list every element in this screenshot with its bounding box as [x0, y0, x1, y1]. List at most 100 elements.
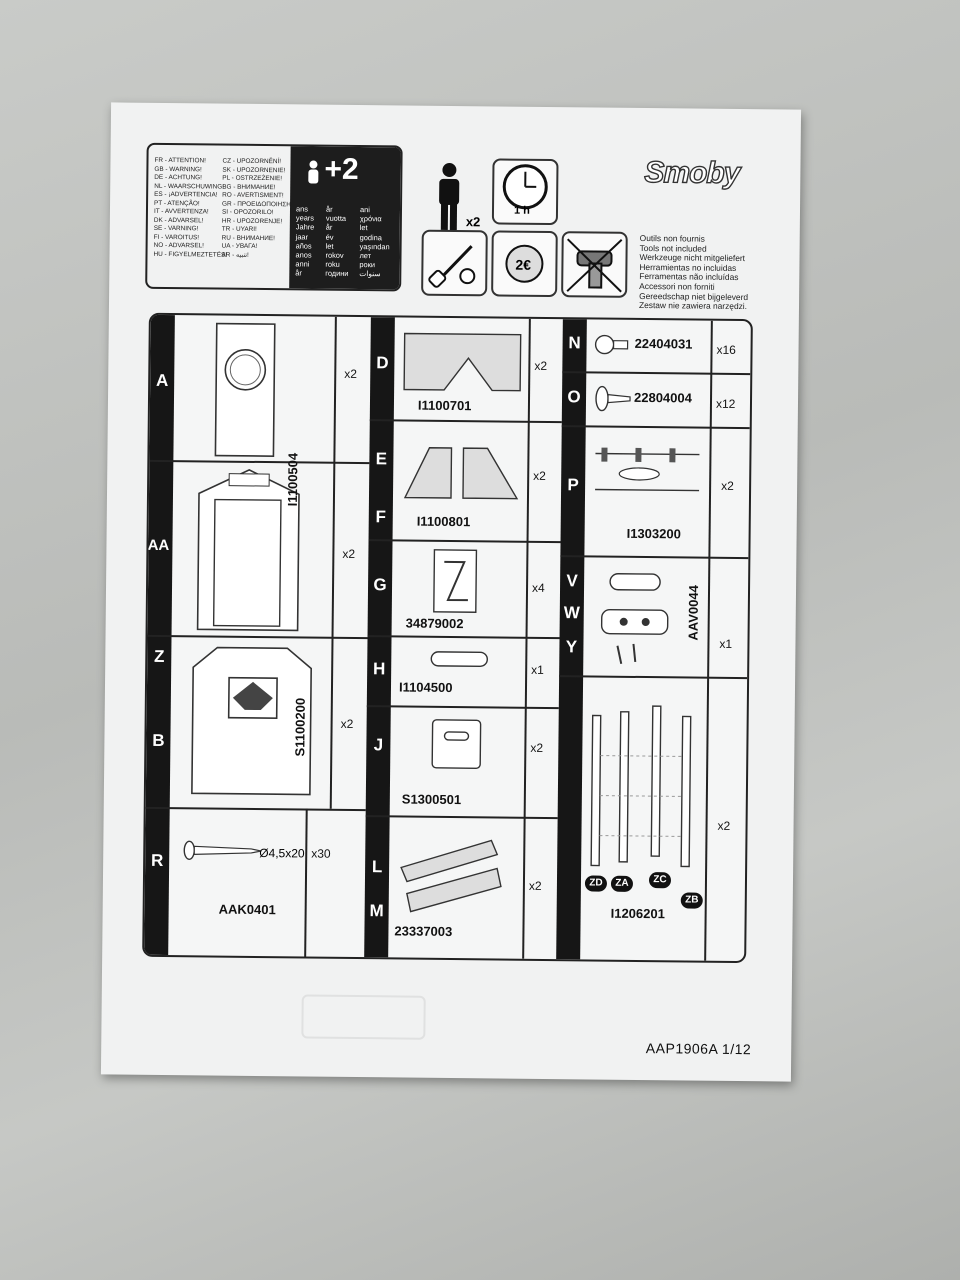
code-23337003: 23337003: [394, 923, 453, 940]
screw-dimension: Ø4,5x20: [259, 846, 305, 861]
age-word-b-5: rokov: [325, 250, 344, 260]
age-word-c-2: let: [359, 223, 368, 233]
clock-icon: [502, 164, 548, 210]
part-letter-d: D: [376, 353, 389, 373]
part-letter-e: E: [375, 449, 388, 469]
code-aak0401: AAK0401: [218, 901, 276, 918]
qty-vwy: x1: [719, 636, 733, 651]
warnings-left: FR - ATTENTION!GB - WARNING!DE - ACHTUNG…: [153, 157, 228, 260]
qty-a: x2: [344, 366, 358, 382]
part-vwy-drawing: [600, 573, 669, 664]
part-p-drawing: [595, 447, 700, 492]
part-d-drawing: [403, 332, 522, 392]
qty-r: x30: [311, 846, 331, 861]
code-i1100801: I1100801: [416, 513, 471, 530]
age-badge: +2: [324, 152, 359, 187]
code-i1206201: I1206201: [610, 905, 665, 922]
parts-grid: A AA Z B R D E F G H J L M N O P V W Y: [142, 312, 753, 964]
part-lm-drawing: [400, 839, 502, 913]
code-34879002: 34879002: [405, 615, 464, 632]
time-tile: 1 h: [491, 158, 559, 226]
part-letter-z: Z: [154, 646, 165, 667]
part-letter-n: N: [568, 333, 581, 353]
persons-count: x2: [465, 214, 481, 230]
age-word-b-3: év: [325, 232, 334, 242]
qty-lm: x2: [528, 878, 542, 893]
code-i1104500: I1104500: [398, 679, 453, 696]
warning-line-right-11: AR - تنبيه!: [221, 251, 249, 259]
warning-line-left-10: NO - ADVARSEL!: [153, 241, 204, 250]
warning-line-left-2: DE - ACHTUNG!: [154, 173, 202, 182]
part-letter-w: W: [563, 603, 580, 623]
age-word-b-6: roku: [325, 259, 340, 270]
part-letter-f: F: [375, 507, 387, 527]
age-word-c-1: χρόνια: [359, 214, 382, 224]
qty-h: x1: [531, 662, 544, 677]
part-letter-r: R: [150, 850, 164, 871]
qty-p: x2: [721, 478, 734, 493]
age-word-a-1: years: [295, 213, 315, 223]
warnings-right: CZ - UPOZORNĚNÍ!SK - UPOZORNENIE!PL - OS…: [221, 158, 293, 261]
part-a-drawing: [214, 322, 276, 457]
tube-label-zb: ZB: [680, 892, 703, 909]
qty-d: x2: [534, 358, 548, 373]
warning-line-right-8: TR - UYARI!: [221, 225, 257, 233]
warning-line-left-0: FR - ATTENTION!: [154, 156, 206, 165]
warning-line-right-6: SI - OPOZORILO!: [221, 208, 274, 217]
warning-line-left-6: IT - AVVERTENZA!: [153, 207, 209, 216]
age-word-b-0: år: [325, 204, 333, 214]
age-word-a-2: Jahre: [295, 222, 315, 232]
part-ladder-drawing: [590, 705, 692, 868]
part-letter-j: J: [373, 735, 384, 755]
age-word-c-5: лет: [359, 251, 372, 261]
qty-n: x16: [716, 342, 736, 357]
qty-zb: x2: [340, 716, 354, 731]
part-n-screw: [594, 334, 629, 355]
age-word-a-3: jaar: [295, 231, 309, 242]
age-word-a-7: år: [295, 268, 302, 278]
qty-aa: x2: [342, 546, 356, 561]
coin-tile: 2€: [491, 230, 558, 298]
warning-line-right-0: CZ - UPOZORNĚNÍ!: [222, 157, 282, 166]
screw-drawing: [183, 840, 262, 860]
coin-icon: 2€: [505, 244, 544, 283]
part-g-drawing: [433, 549, 478, 613]
part-letter-m: M: [369, 901, 384, 921]
part-h-drawing: [430, 651, 488, 668]
warning-line-left-8: SE - VARNING!: [153, 224, 199, 233]
screwdriver-icon: [428, 245, 476, 288]
part-letter-b: B: [152, 730, 165, 751]
part-j-drawing: [431, 719, 482, 769]
age-word-b-1: vuotta: [325, 213, 347, 224]
tube-label-za: ZA: [610, 875, 634, 892]
age-word-c-0: ani: [359, 205, 370, 215]
child-icon: [308, 160, 319, 184]
warning-line-right-4: RO - AVERTISMENT!: [222, 191, 284, 200]
part-letter-o: O: [567, 387, 581, 407]
code-s1300501: S1300501: [401, 791, 462, 808]
code-i1303200: I1303200: [626, 525, 681, 542]
tube-label-zd: ZD: [584, 875, 608, 892]
code-aav0044: AAV0044: [685, 585, 702, 641]
person-icon: [439, 162, 460, 231]
age-word-c-4: yaşından: [359, 241, 390, 252]
drill-tile: [561, 231, 628, 298]
part-letter-g: G: [373, 575, 387, 595]
code-i1100701: I1100701: [417, 397, 472, 414]
page-footer: AAP1906A 1/12: [645, 1040, 752, 1058]
part-letter-v: V: [566, 571, 578, 591]
code-22404031: 22404031: [634, 335, 693, 352]
code-22804004: 22804004: [633, 389, 692, 406]
tube-label-zc: ZC: [648, 872, 672, 889]
warning-line-right-2: PL - OSTRZEŻENIE!: [222, 174, 283, 183]
age-word-a-5: anos: [295, 250, 312, 260]
tools-line-7: Zestaw nie zawiera narzędzi.: [638, 300, 748, 312]
part-letter-h: H: [372, 659, 386, 679]
part-letter-y: Y: [565, 637, 578, 657]
qty-ladder: x2: [717, 818, 731, 833]
qty-ef: x2: [533, 468, 546, 483]
